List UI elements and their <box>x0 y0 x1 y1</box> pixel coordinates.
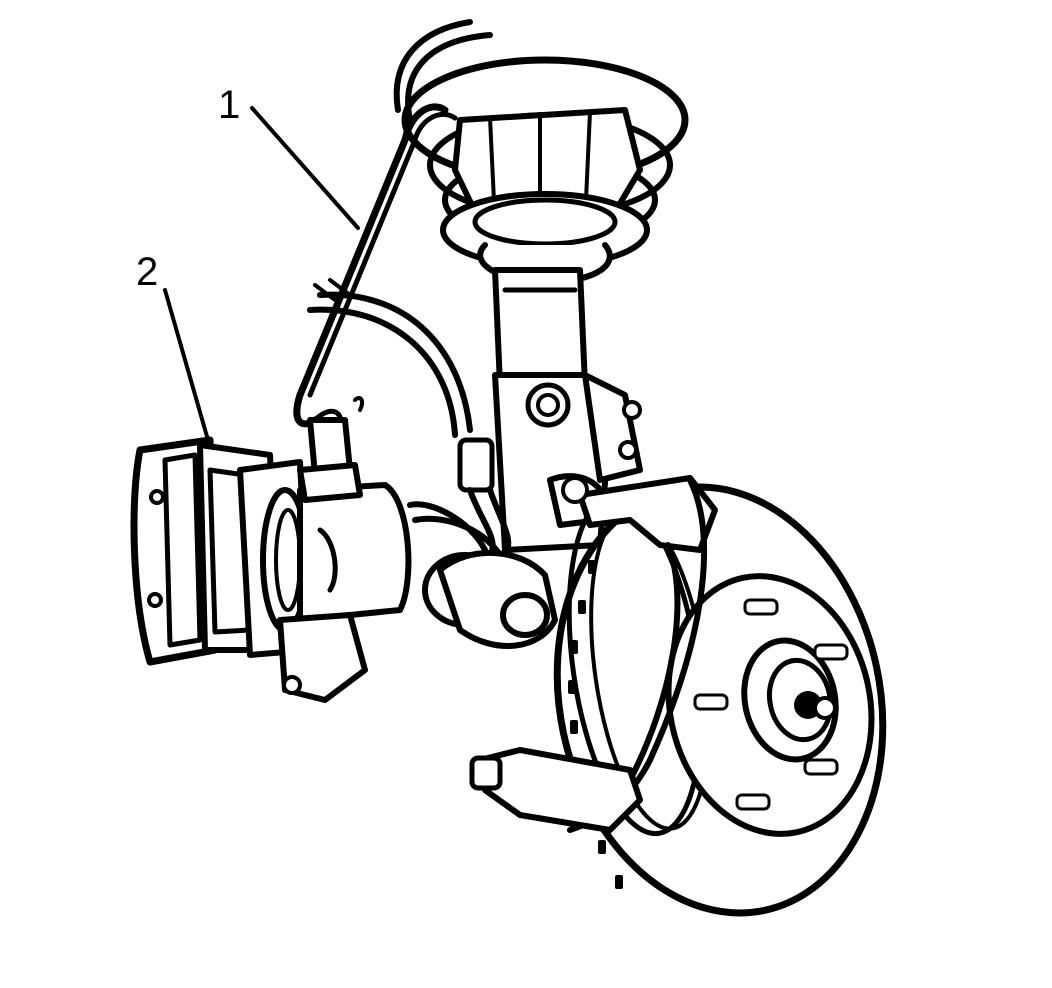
hub-knuckle <box>422 473 608 649</box>
callout-label-1: 1 <box>218 83 240 127</box>
leader-line-1 <box>250 106 360 230</box>
callout-label-2: 2 <box>136 250 158 294</box>
leader-line-2 <box>163 288 210 442</box>
strut-upper-mount <box>440 107 650 285</box>
caliper-mounting-bracket <box>469 475 718 833</box>
callout-leaders <box>163 106 360 442</box>
strut-body <box>492 267 643 553</box>
brake-caliper <box>130 417 412 703</box>
brake-rotor <box>553 483 887 917</box>
